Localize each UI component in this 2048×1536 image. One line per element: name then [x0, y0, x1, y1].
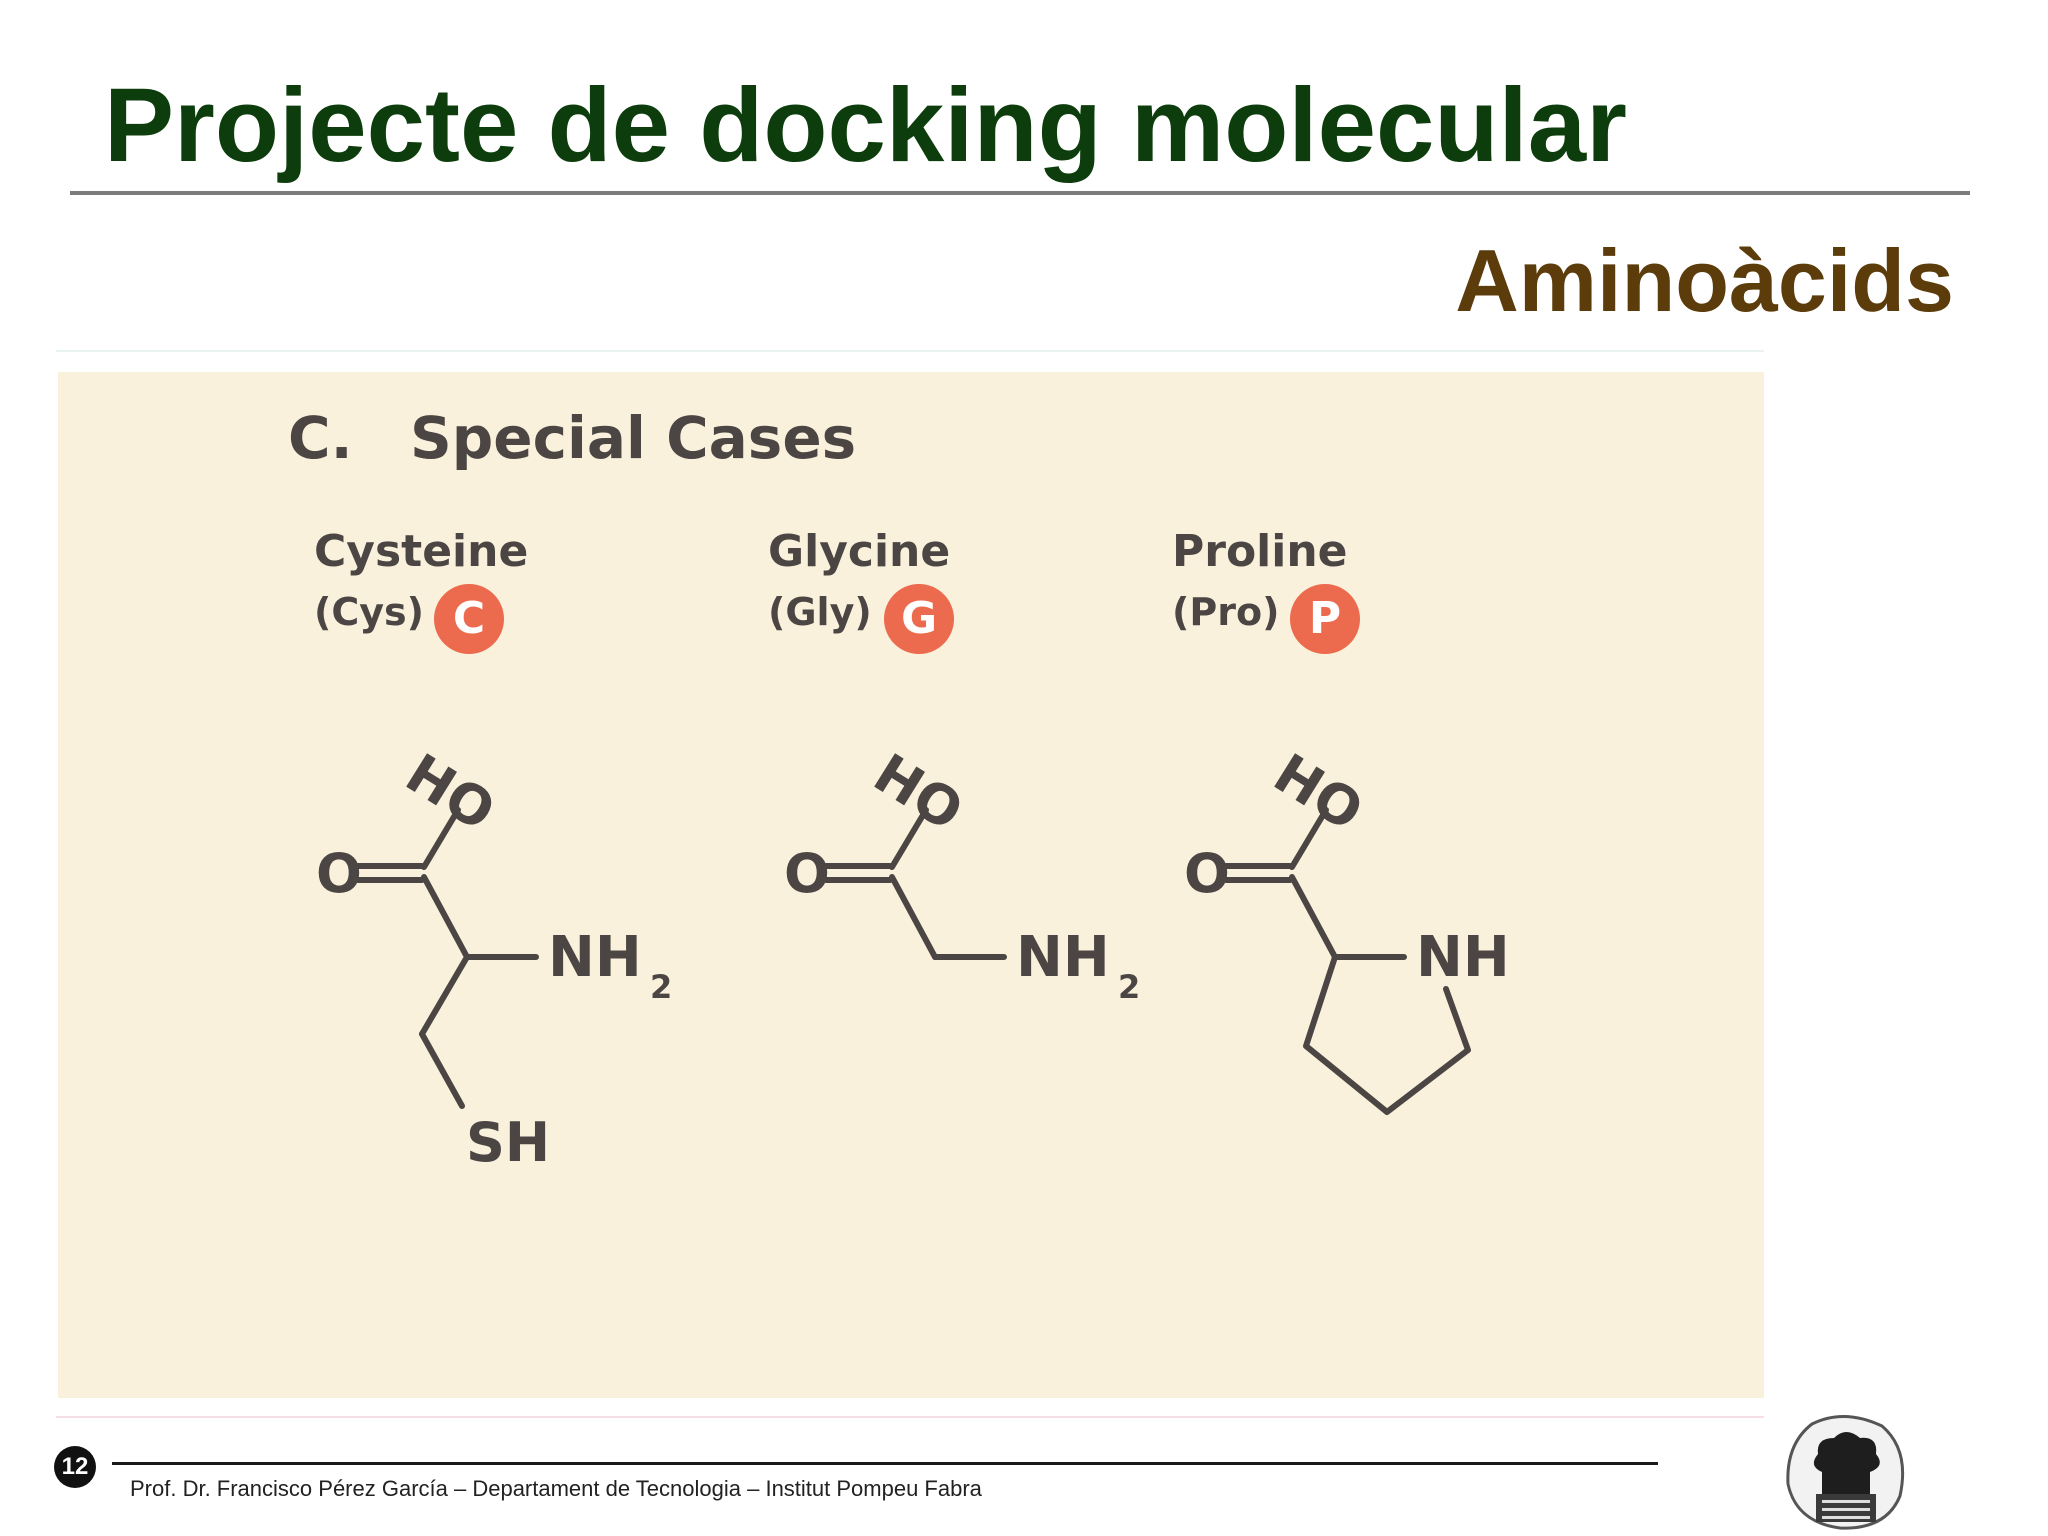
glycine-hydroxyl-ho: HO	[863, 742, 974, 844]
proline-name: Proline	[1172, 526, 1348, 577]
proline-carbonyl-o: O	[1184, 842, 1230, 905]
cysteine-abbreviation: (Cys)	[314, 590, 425, 634]
footer-divider	[112, 1462, 1658, 1465]
proline-structure	[1223, 807, 1471, 1115]
proline-ring-nh: NH	[1416, 925, 1510, 990]
cysteine-hydroxyl-ho: HO	[395, 742, 506, 844]
section-title: Special Cases	[410, 404, 857, 472]
cysteine-name: Cysteine	[314, 526, 529, 577]
glycine-amine-subscript: 2	[1118, 968, 1140, 1006]
amino-acid-figure: C. Special Cases Cysteine (Cys) C Glycine…	[58, 372, 1764, 1398]
glycine-amine-nh: NH	[1016, 925, 1110, 990]
proline-hydroxyl-ho: HO	[1263, 742, 1374, 844]
glycine-name: Glycine	[768, 526, 951, 577]
cysteine-thiol-sh: SH	[466, 1111, 550, 1174]
cysteine-amine-subscript: 2	[650, 968, 672, 1006]
cysteine-code-badge: C	[434, 584, 504, 654]
panel-bottom-line	[56, 1416, 1764, 1418]
glycine-abbreviation: (Gly)	[768, 590, 872, 634]
panel-top-line	[56, 350, 1764, 352]
cysteine-amine-nh: NH	[548, 925, 642, 990]
section-letter: C.	[288, 404, 353, 472]
structures-drawing: O HO NH 2 SH O HO NH 2 O HO NH	[316, 742, 1510, 1174]
cysteine-structure	[355, 807, 539, 1109]
slide-subtitle: Aminoàcids	[1455, 231, 1954, 330]
glycine-carbonyl-o: O	[784, 842, 830, 905]
page-number-badge: 12	[54, 1446, 96, 1488]
title-divider	[70, 191, 1970, 195]
proline-code-badge: P	[1290, 584, 1360, 654]
institute-logo	[1786, 1414, 1905, 1530]
glycine-code-badge: G	[884, 584, 954, 654]
glycine-structure	[823, 807, 1007, 960]
cysteine-carbonyl-o: O	[316, 842, 362, 905]
proline-abbreviation: (Pro)	[1172, 590, 1280, 634]
section-heading: C. Special Cases	[288, 404, 856, 472]
slide-title: Projecte de docking molecular	[104, 67, 1627, 184]
footer-credit: Prof. Dr. Francisco Pérez García – Depar…	[130, 1476, 982, 1501]
